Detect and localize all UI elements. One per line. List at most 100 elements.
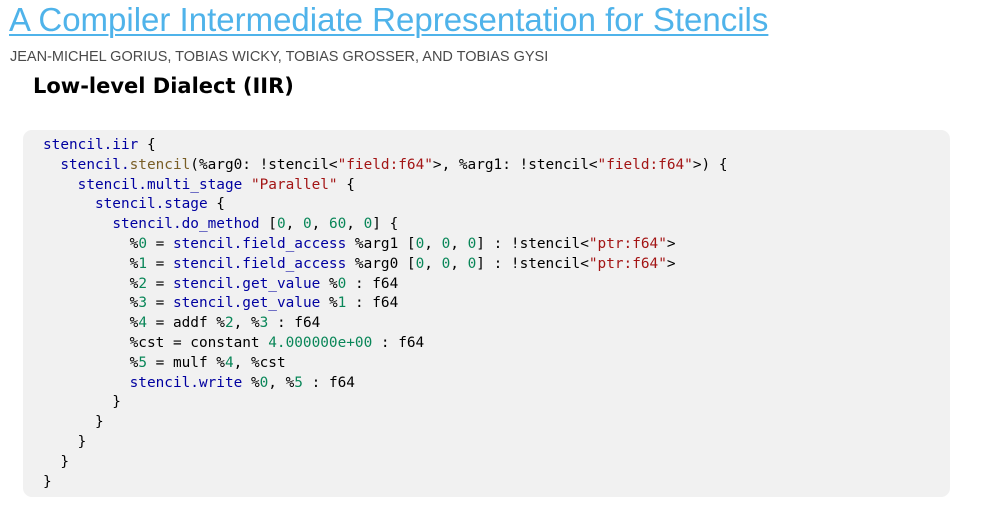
code-token: >, %arg1: !stencil< xyxy=(432,156,598,173)
code-token: , %cst xyxy=(233,354,286,371)
code-token: ] : !stencil< xyxy=(476,235,589,252)
code-token: 4 xyxy=(138,315,147,332)
code-token: 0 xyxy=(441,255,451,272)
code-token: stencil.do_method xyxy=(112,216,260,233)
code-token xyxy=(43,196,95,212)
code-token: 0 xyxy=(138,235,147,252)
section-heading: Low-level Dialect (IIR) xyxy=(33,74,294,98)
code-token: % xyxy=(43,275,139,292)
code-token: % xyxy=(43,255,139,272)
code-token: , xyxy=(346,216,364,233)
code-token: [ xyxy=(259,216,277,233)
code-line: %4 = addf %2, %3 : f64 xyxy=(43,314,728,334)
code-token: ] : !stencil< xyxy=(476,255,589,272)
code-token: > xyxy=(666,255,676,272)
code-token: % xyxy=(43,354,139,371)
code-token: , xyxy=(424,235,442,252)
code-token: { xyxy=(207,196,225,213)
code-line: %1 = stencil.field_access %arg0 [0, 0, 0… xyxy=(43,255,728,275)
code-token: 1 xyxy=(337,295,347,312)
code-token: = xyxy=(146,235,173,252)
code-token: , xyxy=(450,235,468,252)
code-token: 3 xyxy=(259,315,269,332)
code-token: % xyxy=(320,295,338,312)
code-token: : f64 xyxy=(372,334,425,351)
code-token: , xyxy=(424,255,442,272)
code-token: stencil.iir xyxy=(43,137,139,153)
code-token: { xyxy=(337,176,355,193)
code-line: } xyxy=(43,393,728,413)
code-token: 3 xyxy=(138,295,147,312)
code-token: 0 xyxy=(276,216,286,233)
code-token: = xyxy=(146,295,173,312)
code-token: "ptr:f64" xyxy=(588,235,667,252)
code-token: "ptr:f64" xyxy=(588,255,667,272)
code-token: stencil.multi_stage xyxy=(77,176,243,193)
code-token: stencil.get_value xyxy=(172,295,321,312)
code-token: % xyxy=(320,275,338,292)
code-token: stencil.get_value xyxy=(172,275,321,292)
code-token: %arg1 [ xyxy=(346,235,416,252)
code-token: ] { xyxy=(372,216,399,233)
code-block-background xyxy=(23,130,950,497)
code-line: %2 = stencil.get_value %0 : f64 xyxy=(43,275,728,295)
code-line: stencil.iir { xyxy=(43,136,728,156)
code-token: 0 xyxy=(441,235,451,252)
code-line: %cst = constant 4.000000e+00 : f64 xyxy=(43,334,728,354)
code-token: , xyxy=(285,216,303,233)
code-token: 2 xyxy=(138,275,147,292)
code-token: 0 xyxy=(337,275,347,292)
code-token: : f64 xyxy=(268,315,321,332)
code-token: 0 xyxy=(415,235,425,252)
code-token: > xyxy=(666,235,676,252)
code-token: 4.000000e+00 xyxy=(268,334,373,351)
code-line: %3 = stencil.get_value %1 : f64 xyxy=(43,294,728,314)
code-token: 0 xyxy=(467,255,477,272)
code-token: 0 xyxy=(302,216,312,233)
code-token: "field:f64" xyxy=(597,156,693,173)
code-token: "field:f64" xyxy=(337,156,433,173)
code-line: } xyxy=(43,453,728,473)
code-token xyxy=(242,177,251,193)
code-token: 0 xyxy=(467,235,477,252)
author-list: JEAN-MICHEL GORIUS, TOBIAS WICKY, TOBIAS… xyxy=(10,49,549,65)
code-token: } xyxy=(43,473,52,490)
code-token: : f64 xyxy=(346,275,399,292)
code-token: : f64 xyxy=(302,374,355,391)
code-token: = xyxy=(146,255,173,272)
page-title-link[interactable]: A Compiler Intermediate Representation f… xyxy=(9,1,769,38)
code-token: = xyxy=(146,275,173,292)
code-line: stencil.stage { xyxy=(43,195,728,215)
code-token: % xyxy=(242,374,260,391)
code-token: : f64 xyxy=(346,295,399,312)
code-token: stencil.write xyxy=(129,374,243,391)
code-line: } xyxy=(43,413,728,433)
code-token: stencil.field_access xyxy=(172,235,347,252)
code-token: % xyxy=(43,315,139,332)
code-token: 0 xyxy=(415,255,425,272)
code-token: % xyxy=(43,295,139,312)
code-token: stencil.field_access xyxy=(172,255,347,272)
code-line: } xyxy=(43,433,728,453)
code-token: 0 xyxy=(363,216,373,233)
code-token xyxy=(43,216,112,232)
code-token: } xyxy=(43,453,69,470)
code-token: 5 xyxy=(294,374,303,391)
code-token: (%arg0: !stencil< xyxy=(190,156,338,173)
code-token: %arg0 [ xyxy=(346,255,416,272)
code-line: %5 = mulf %4, %cst xyxy=(43,354,728,374)
code-line: stencil.write %0, %5 : f64 xyxy=(43,374,728,394)
code-token: 2 xyxy=(224,315,234,332)
code-token: 60 xyxy=(328,216,347,233)
code-token: = mulf % xyxy=(146,354,225,371)
code-token: , xyxy=(450,255,468,272)
code-token xyxy=(43,157,60,173)
code-token xyxy=(43,177,78,193)
code-token: >) { xyxy=(692,156,728,173)
code-token: "Parallel" xyxy=(250,176,338,193)
code-token: , % xyxy=(233,315,260,332)
code-token: { xyxy=(138,137,156,153)
code-line: stencil.do_method [0, 0, 60, 0] { xyxy=(43,215,728,235)
code-token xyxy=(43,375,130,391)
code-token: , xyxy=(311,216,329,233)
